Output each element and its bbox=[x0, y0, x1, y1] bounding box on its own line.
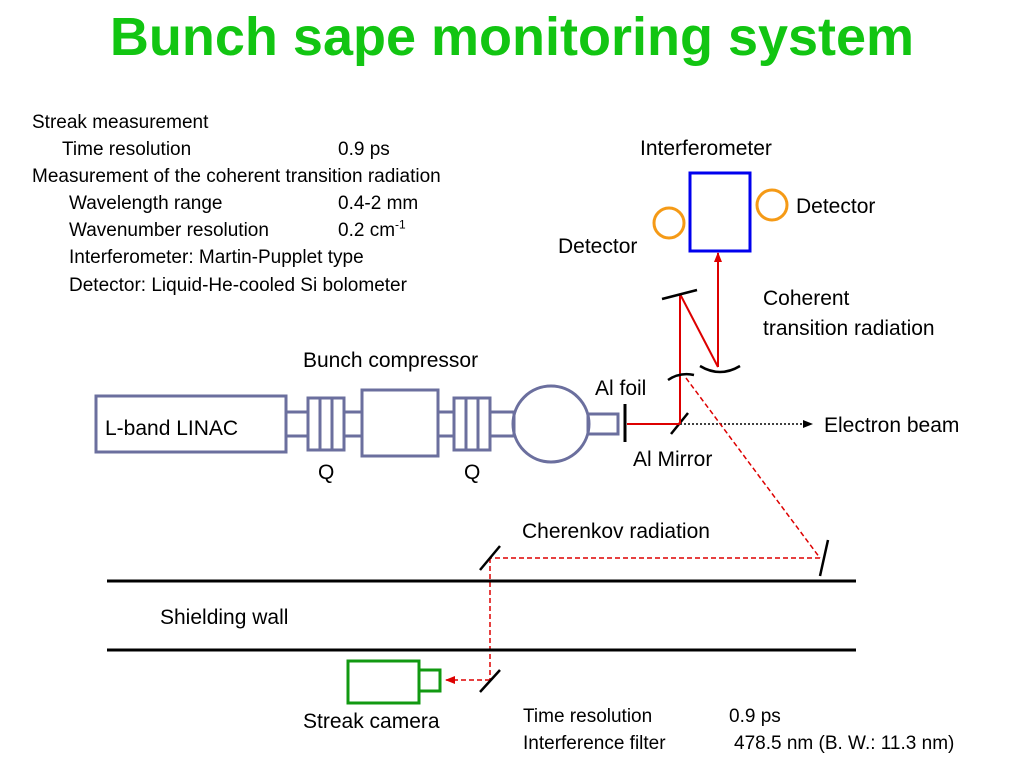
quadrupole-2 bbox=[452, 396, 492, 452]
bending-magnet bbox=[511, 384, 591, 464]
label-shielding-wall: Shielding wall bbox=[160, 606, 289, 629]
label-detector-left: Detector bbox=[558, 235, 638, 258]
camera-time-resolution-value: 0.9 ps bbox=[729, 706, 781, 727]
label-quadrupole-1: Q bbox=[318, 461, 335, 484]
pipe-1 bbox=[284, 410, 310, 438]
label-detector-right: Detector bbox=[796, 195, 876, 218]
page-title: Bunch sape monitoring system bbox=[109, 7, 915, 67]
bunch-compressor-box bbox=[360, 388, 440, 458]
spec-wavenumber-number: 0.2 cm bbox=[338, 220, 396, 241]
label-interferometer: Interferometer bbox=[640, 137, 772, 160]
curved-mirror-right bbox=[699, 364, 741, 374]
curved-mirror-left bbox=[667, 372, 695, 382]
camera-filter-value: 478.5 nm (B. W.: 11.3 nm) bbox=[734, 733, 955, 754]
label-cherenkov: Cherenkov radiation bbox=[522, 520, 710, 543]
spec-time-resolution-value: 0.9 ps bbox=[338, 139, 390, 160]
cherenkov-path-diagonal bbox=[685, 377, 821, 559]
cherenkov-mirror-right bbox=[818, 539, 830, 577]
camera-filter-label: Interference filter bbox=[523, 733, 666, 754]
spec-ctr-heading: Measurement of the coherent transition r… bbox=[32, 166, 441, 187]
label-streak-camera: Streak camera bbox=[303, 710, 440, 733]
spec-detector-line: Detector: Liquid-He-cooled Si bolometer bbox=[69, 275, 407, 296]
detector-right-ring bbox=[755, 188, 789, 222]
pipe-4 bbox=[488, 410, 516, 438]
detector-left-ring bbox=[652, 206, 686, 240]
pipe-5 bbox=[586, 412, 620, 436]
label-electron-beam: Electron beam bbox=[824, 414, 960, 437]
camera-time-resolution-label: Time resolution bbox=[523, 706, 653, 727]
spec-wavelength-label: Wavelength range bbox=[69, 193, 223, 214]
label-bunch-compressor: Bunch compressor bbox=[303, 349, 479, 372]
spec-time-resolution-label: Time resolution bbox=[62, 139, 192, 160]
cherenkov-mirror-bottom bbox=[479, 669, 501, 693]
streak-camera-lens bbox=[417, 668, 442, 693]
quadrupole-1 bbox=[306, 396, 346, 452]
label-coherent-line2: transition radiation bbox=[763, 317, 935, 340]
streak-camera-body bbox=[346, 659, 421, 705]
label-linac: L-band LINAC bbox=[105, 417, 239, 440]
spec-streak-heading: Streak measurement bbox=[32, 112, 209, 133]
pipe-3 bbox=[436, 410, 456, 438]
ctr-flat-mirror bbox=[661, 288, 698, 301]
pipe-2 bbox=[342, 410, 364, 438]
ctr-path-diagonal bbox=[679, 293, 719, 368]
label-al-mirror: Al Mirror bbox=[633, 448, 713, 471]
spec-wavenumber-exponent: -1 bbox=[395, 217, 406, 232]
cherenkov-mirror-left bbox=[479, 545, 501, 571]
label-al-foil: Al foil bbox=[595, 377, 647, 400]
label-quadrupole-2: Q bbox=[464, 461, 481, 484]
label-coherent-line1: Coherent bbox=[763, 287, 850, 310]
spec-wavenumber-value: 0.2 cm-1 bbox=[338, 217, 406, 241]
spec-wavenumber-label: Wavenumber resolution bbox=[69, 220, 269, 241]
interferometer-box bbox=[688, 171, 752, 253]
spec-interferometer-line: Interferometer: Martin-Pupplet type bbox=[69, 247, 364, 268]
spec-wavelength-value: 0.4-2 mm bbox=[338, 193, 419, 214]
